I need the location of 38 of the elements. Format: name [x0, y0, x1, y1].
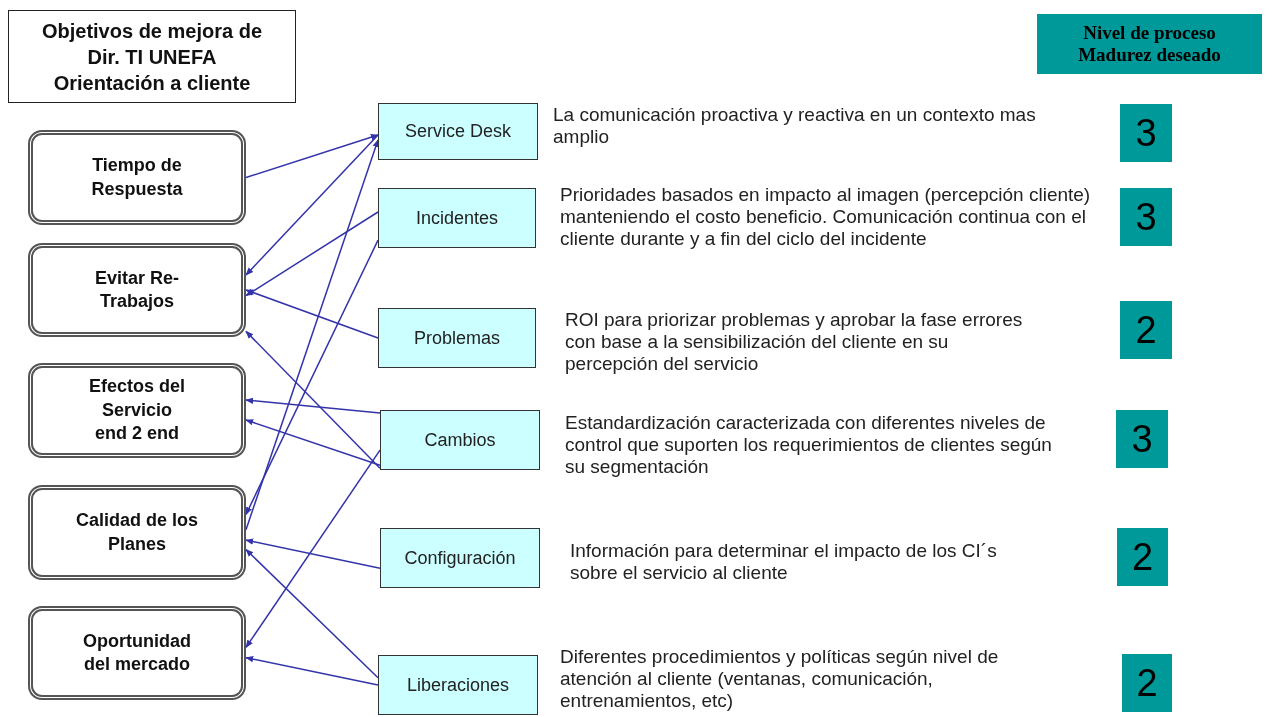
title-box: Objetivos de mejora de Dir. TI UNEFA Orientación a cliente — [8, 10, 296, 103]
arrow — [245, 239, 379, 516]
description-text: Diferentes procedimientos y políticas según nivel de atención al cliente (ventanas, comunicación, entrenamientos, etc) — [560, 646, 1000, 712]
process-box: Service Desk — [378, 103, 538, 160]
description-text: Estandardización caracterizada con diferentes niveles de control que suporten los requerimientos de clientes según su segmentación — [565, 412, 1053, 478]
description-text: Información para determinar el impacto de los CI´s sobre el servicio al cliente — [570, 540, 998, 584]
process-box: Problemas — [378, 308, 536, 368]
arrow — [245, 139, 379, 531]
level-box: 3 — [1116, 410, 1168, 468]
arrow — [245, 330, 381, 469]
arrow — [245, 449, 381, 649]
header-box: Nivel de proceso Madurez deseado — [1037, 14, 1262, 74]
description-text: La comunicación proactiva y reactiva en un contexto mas amplio — [553, 104, 1037, 148]
objective-box: Evitar Re-Trabajos — [28, 243, 246, 337]
arrow — [245, 548, 379, 679]
process-box: Configuración — [380, 528, 540, 588]
process-box: Liberaciones — [378, 655, 538, 715]
process-box: Incidentes — [378, 188, 536, 248]
level-box: 2 — [1120, 301, 1172, 359]
level-box: 2 — [1122, 654, 1172, 712]
arrow — [245, 538, 381, 569]
level-box: 2 — [1117, 528, 1168, 586]
objective-box: Tiempo de Respuesta — [28, 130, 246, 225]
objective-box: Calidad de los Planes — [28, 485, 246, 580]
arrow — [245, 134, 379, 276]
level-box: 3 — [1120, 104, 1172, 162]
description-text: Prioridades basados en impacto al imagen (percepción cliente) manteniendo el costo beneficio. Comunicación continua con el cliente durante y a fin del ciclo del incidente — [560, 184, 1092, 250]
arrow — [245, 419, 381, 466]
arrow — [245, 397, 381, 414]
objective-box: Efectos del Servicio end 2 end — [28, 363, 246, 458]
arrow — [245, 211, 379, 297]
arrow — [245, 134, 379, 179]
process-box: Cambios — [380, 410, 540, 470]
description-text: ROI para priorizar problemas y aprobar la fase errores con base a la sensibilización del cliente en su percepción del servicio — [565, 309, 1024, 375]
arrow — [245, 656, 379, 686]
level-box: 3 — [1120, 188, 1172, 246]
arrow — [245, 289, 379, 339]
objective-box: Oportunidad del mercado — [28, 606, 246, 700]
